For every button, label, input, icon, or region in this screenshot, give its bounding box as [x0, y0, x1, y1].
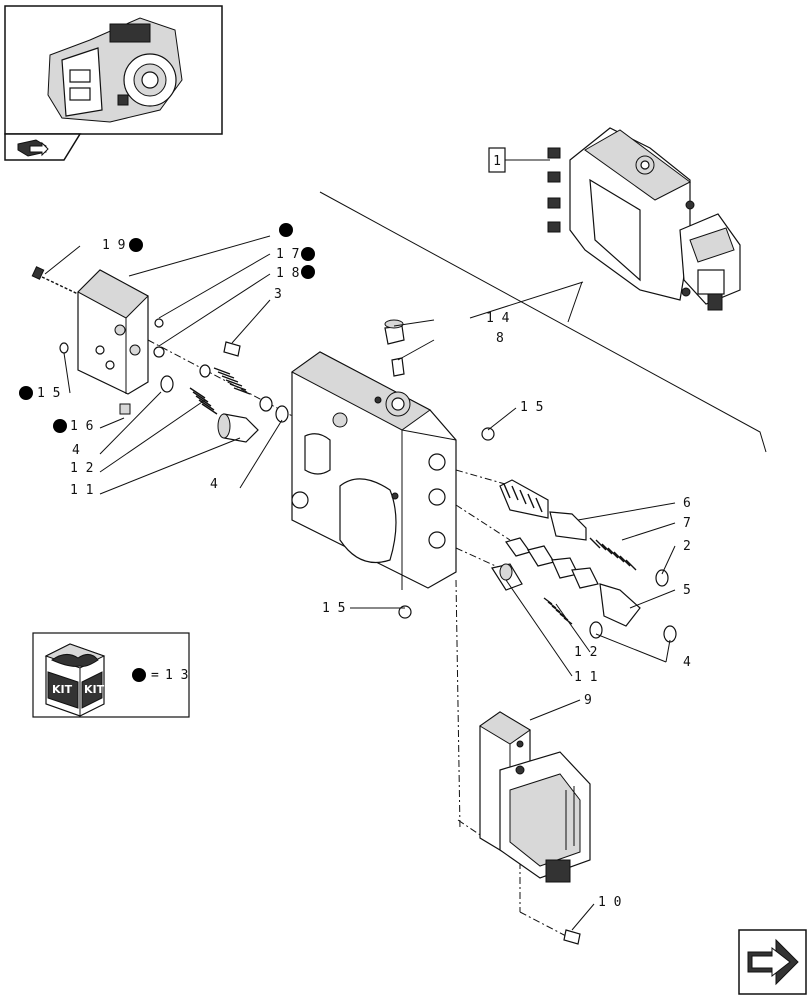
kit-label-right: KIT — [84, 683, 105, 696]
callout-8: 8 — [496, 331, 504, 346]
callout-19: 1 9 — [102, 238, 125, 253]
plug-15-left — [59, 342, 69, 354]
plug-15-right — [481, 427, 495, 441]
plug-16 — [119, 403, 131, 415]
spring-8 — [391, 357, 405, 377]
callout-10: 1 0 — [598, 895, 621, 910]
callout-6: 6 — [683, 496, 691, 511]
next-page-arrow-icon[interactable] — [738, 929, 807, 995]
screw-19 — [31, 266, 79, 295]
screw-10 — [563, 929, 581, 945]
callout-4-left: 4 — [72, 443, 80, 458]
book-arrow-icon[interactable] — [17, 139, 49, 157]
callout-9: 9 — [584, 693, 592, 708]
plug-3 — [223, 341, 241, 357]
assembly-reference-box: 1 — [488, 147, 550, 173]
callout-15-left: 1 5 — [37, 386, 60, 401]
end-cover — [77, 269, 149, 395]
transmission-housing-thumbnail[interactable] — [4, 5, 223, 161]
kit-legend: KIT KIT = 1 3 — [32, 632, 190, 718]
callout-7: 7 — [683, 516, 691, 531]
plug-15-bottom — [398, 605, 412, 619]
callout-labels: 1 9 1 7 1 8 3 1 5 1 6 4 1 2 1 1 4 1 4 8 … — [19, 223, 691, 910]
assembly-ref-label: 1 — [493, 154, 501, 169]
callout-4-mid: 4 — [210, 477, 218, 492]
control-valve-assembly — [547, 127, 741, 311]
callout-12-right: 1 2 — [574, 645, 597, 660]
callout-14: 1 4 — [486, 311, 510, 326]
callout-15-bottom: 1 5 — [322, 601, 345, 616]
callout-4-right: 4 — [683, 655, 691, 670]
kit-ref: 1 3 — [165, 668, 188, 683]
callout-11-left: 1 1 — [70, 483, 93, 498]
callout-18: 1 8 — [276, 266, 299, 281]
callout-3: 3 — [274, 287, 282, 302]
leader-lines — [44, 235, 676, 931]
callout-15-right: 1 5 — [520, 400, 543, 415]
solenoid-9 — [479, 711, 591, 883]
valve-section-body — [291, 351, 457, 590]
oring-17 — [154, 318, 164, 328]
callout-2: 2 — [683, 539, 691, 554]
callout-11-right: 1 1 — [574, 670, 597, 685]
kit-box-icon: KIT KIT — [44, 643, 106, 717]
callout-5: 5 — [683, 583, 691, 598]
kit-equals: = — [151, 668, 159, 683]
callout-12-left: 1 2 — [70, 461, 93, 476]
kit-label-left: KIT — [52, 683, 73, 696]
right-spool-group — [455, 469, 677, 643]
oring-4-left — [160, 375, 174, 393]
callout-16: 1 6 — [70, 419, 93, 434]
callout-17: 1 7 — [276, 247, 299, 262]
section-line — [319, 191, 767, 453]
oring-18 — [153, 346, 165, 358]
plug-14 — [384, 325, 405, 345]
left-spool-group — [147, 339, 301, 443]
